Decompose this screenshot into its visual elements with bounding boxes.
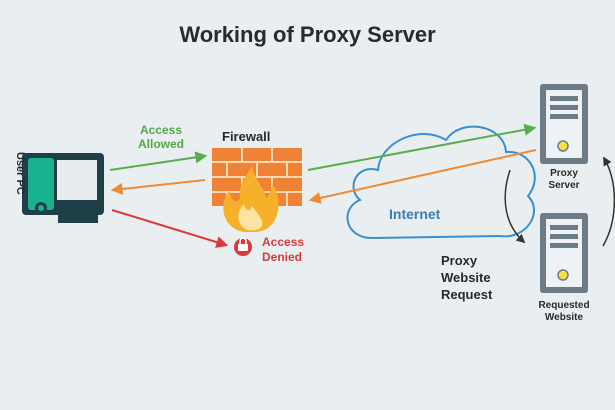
requested-website-label: Requested Website (538, 300, 590, 323)
arrow-firewall-to-proxy (307, 123, 537, 171)
internet-cloud (346, 125, 536, 240)
access-denied-label: Access Denied (262, 235, 305, 264)
user-pc-label: User PC (14, 152, 26, 195)
arrow-firewall-to-pc (110, 179, 206, 195)
firewall-label: Firewall (222, 129, 271, 144)
website-server-icon (540, 213, 588, 293)
proxy-server-icon (540, 84, 588, 164)
proxy-server-label: Proxy Server (548, 168, 580, 191)
arrow-website-to-proxy (602, 156, 615, 247)
arrow-pc-to-firewall (109, 151, 208, 171)
arrow-proxy-to-website (504, 169, 526, 244)
arrow-proxy-to-firewall (308, 149, 537, 204)
arrow-denied (111, 209, 229, 248)
access-allowed-label: Access Allowed (137, 123, 184, 151)
proxy-request-label: Proxy Website Request (441, 253, 493, 302)
access-denied-icon (234, 237, 252, 256)
user-pc-icon (22, 153, 104, 223)
page-title: Working of Proxy Server (179, 22, 436, 47)
internet-label: Internet (389, 206, 441, 222)
firewall-icon (212, 148, 302, 232)
